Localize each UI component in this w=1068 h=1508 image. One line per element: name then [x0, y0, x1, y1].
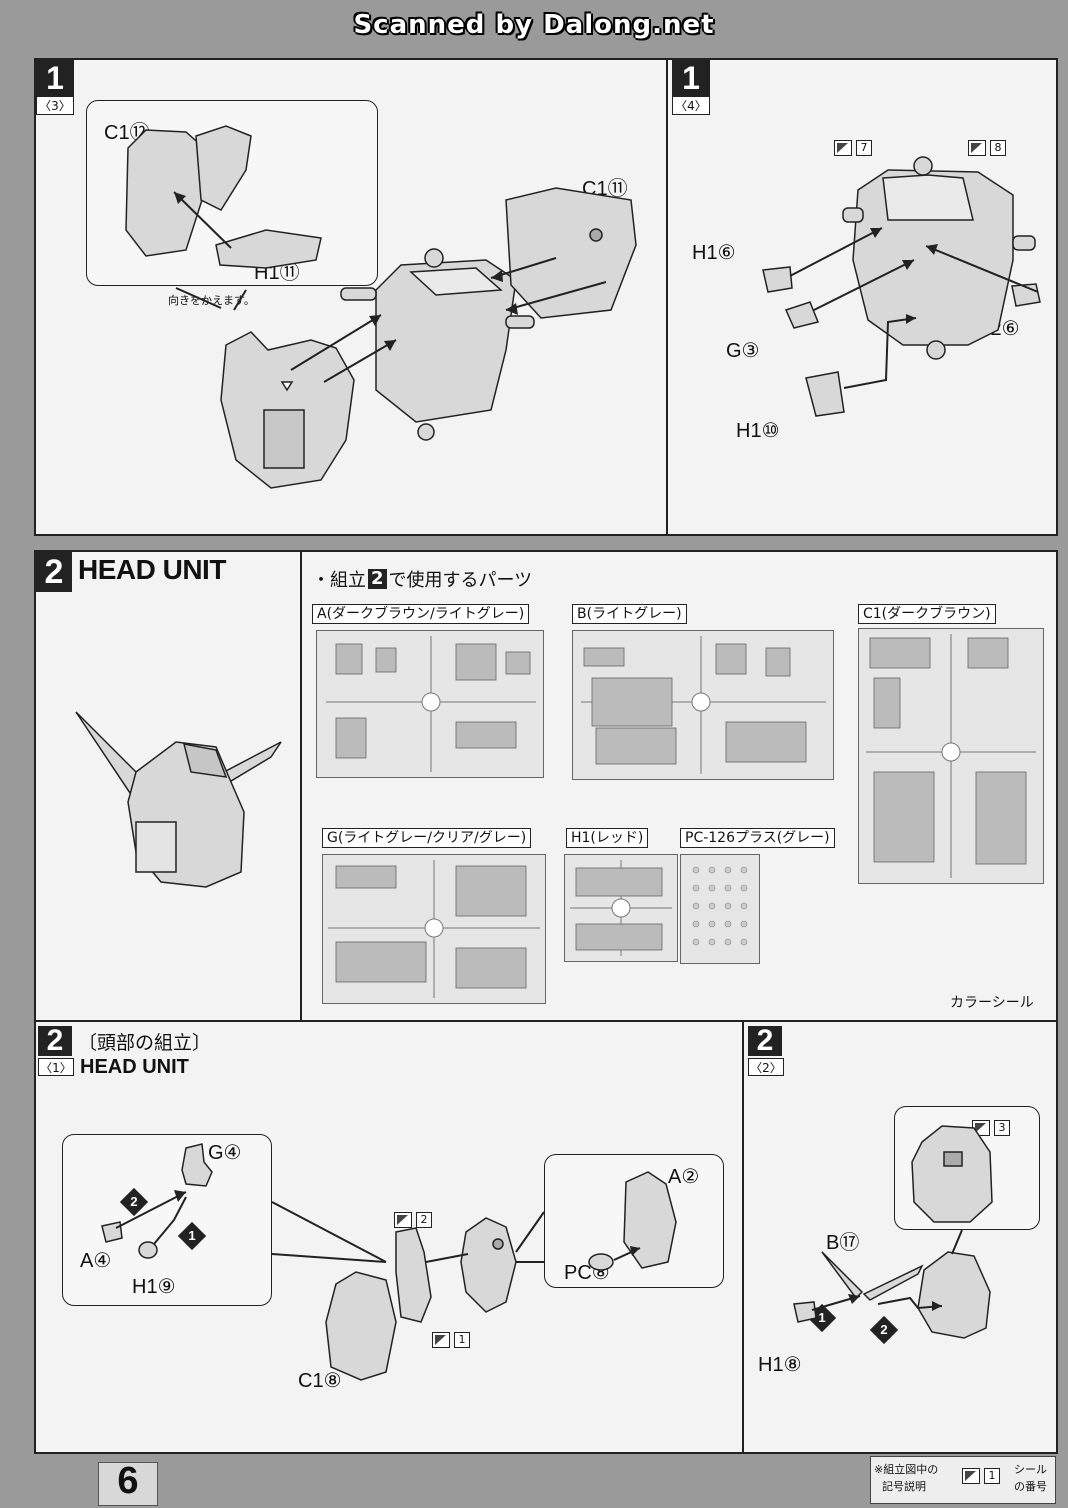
used-parts-heading: ・組立 2 で使用するパーツ: [312, 566, 532, 592]
step2-assembly-number: 2: [38, 1026, 72, 1056]
step1-number: 1: [36, 60, 74, 96]
legend-desc-line1: シール: [1014, 1463, 1047, 1476]
runner-frames-art: [326, 634, 1036, 998]
step2-sub2-label: 〈2〉: [748, 1058, 784, 1076]
seal-number: 7: [856, 140, 872, 156]
used-parts-step-num: 2: [368, 569, 387, 589]
head-assembly-title-jp: 〔頭部の組立〕: [78, 1032, 212, 1054]
seal-icon: [968, 140, 986, 156]
seal-8: 8: [968, 140, 1006, 156]
assembly-divider: [742, 1022, 744, 1452]
legend-seal-symbol: 1: [962, 1468, 1000, 1484]
page-number-box: [98, 1462, 158, 1506]
seal-icon: [962, 1468, 980, 1484]
used-parts-title: ・組立: [312, 570, 366, 591]
part-label: H1⑥: [692, 242, 736, 264]
step2-parts-panel: 2 HEAD UNIT ・組立 2 で使用するパーツ A(ダークブラウン/ライト…: [34, 550, 1058, 1022]
part-label: G④: [208, 1142, 242, 1164]
part-label: C1⑧: [298, 1370, 342, 1392]
seal-number: 1: [984, 1468, 1000, 1484]
runner-label-c1: C1(ダークブラウン): [858, 604, 996, 624]
step2-assembly-panel: 2 〈1〉 〔頭部の組立〕 HEAD UNIT G④ A④ H1⑨ A② PC⑧…: [34, 1020, 1058, 1454]
head-assembly-illustration: [101, 1143, 677, 1381]
head-sub2-illustration: [793, 1125, 993, 1339]
runner-label-pc: PC-126プラス(グレー): [680, 828, 835, 848]
seal-2: 2: [394, 1212, 432, 1228]
legend-note-line2: 記号説明: [882, 1480, 926, 1493]
orientation-note: 向きをかえます。: [168, 294, 255, 307]
seal-icon: [394, 1212, 412, 1228]
part-label: B⑰: [826, 1232, 860, 1254]
head-unit-subtitle: HEAD UNIT: [80, 1056, 189, 1078]
step2-number: 2: [36, 552, 72, 592]
runner-label-b: B(ライトグレー): [572, 604, 687, 624]
part-label: A②: [668, 1166, 700, 1188]
seal-1: 1: [432, 1332, 470, 1348]
page-number: 6: [117, 1460, 139, 1502]
runner-pc: [680, 854, 760, 964]
step1-sub3-illustration: [125, 125, 637, 489]
legend-desc-line2: の番号: [1014, 1480, 1047, 1493]
step1-sub4-label: 〈4〉: [672, 96, 710, 115]
seal-icon: [834, 140, 852, 156]
seal-number: 3: [994, 1120, 1010, 1136]
step2-sub1-label: 〈1〉: [38, 1058, 74, 1076]
runner-label-a: A(ダークブラウン/ライトグレー): [312, 604, 530, 624]
step1-panel: 1 〈3〉 C1⑫ C1⑪ H1⑪ 向きをかえます。: [34, 58, 1058, 536]
legend-note-line1: ※組立図中の: [874, 1463, 939, 1476]
head-callout-left: [62, 1134, 272, 1306]
step1-divider: [666, 60, 668, 534]
part-label: H1⑨: [132, 1276, 176, 1298]
used-parts-suffix: で使用するパーツ: [388, 570, 533, 591]
part-label: G③: [726, 340, 760, 362]
part-label: H1⑧: [758, 1354, 802, 1376]
parts-divider: [300, 552, 302, 1020]
step1-sub4-illustration: [762, 156, 1041, 417]
step2-sub2-number: 2: [748, 1026, 782, 1056]
scan-credit: Scanned by Dalong.net: [353, 10, 715, 40]
step1-sub3-label: 〈3〉: [36, 96, 74, 115]
head-illustration: [75, 711, 282, 888]
head-unit-title: HEAD UNIT: [78, 554, 226, 585]
seal-7: 7: [834, 140, 872, 156]
seal-number: 1: [454, 1332, 470, 1348]
seal-number: 2: [416, 1212, 432, 1228]
part-label: H1⑩: [736, 420, 780, 442]
step1-sub4-number: 1: [672, 60, 710, 96]
color-seal-label: カラーシール: [950, 995, 1034, 1011]
part-label: A④: [80, 1250, 112, 1272]
seal-number: 8: [990, 140, 1006, 156]
runner-label-h1: H1(レッド): [566, 828, 649, 848]
runner-label-g: G(ライトグレー/クリア/グレー): [322, 828, 532, 848]
seal-icon: [432, 1332, 450, 1348]
